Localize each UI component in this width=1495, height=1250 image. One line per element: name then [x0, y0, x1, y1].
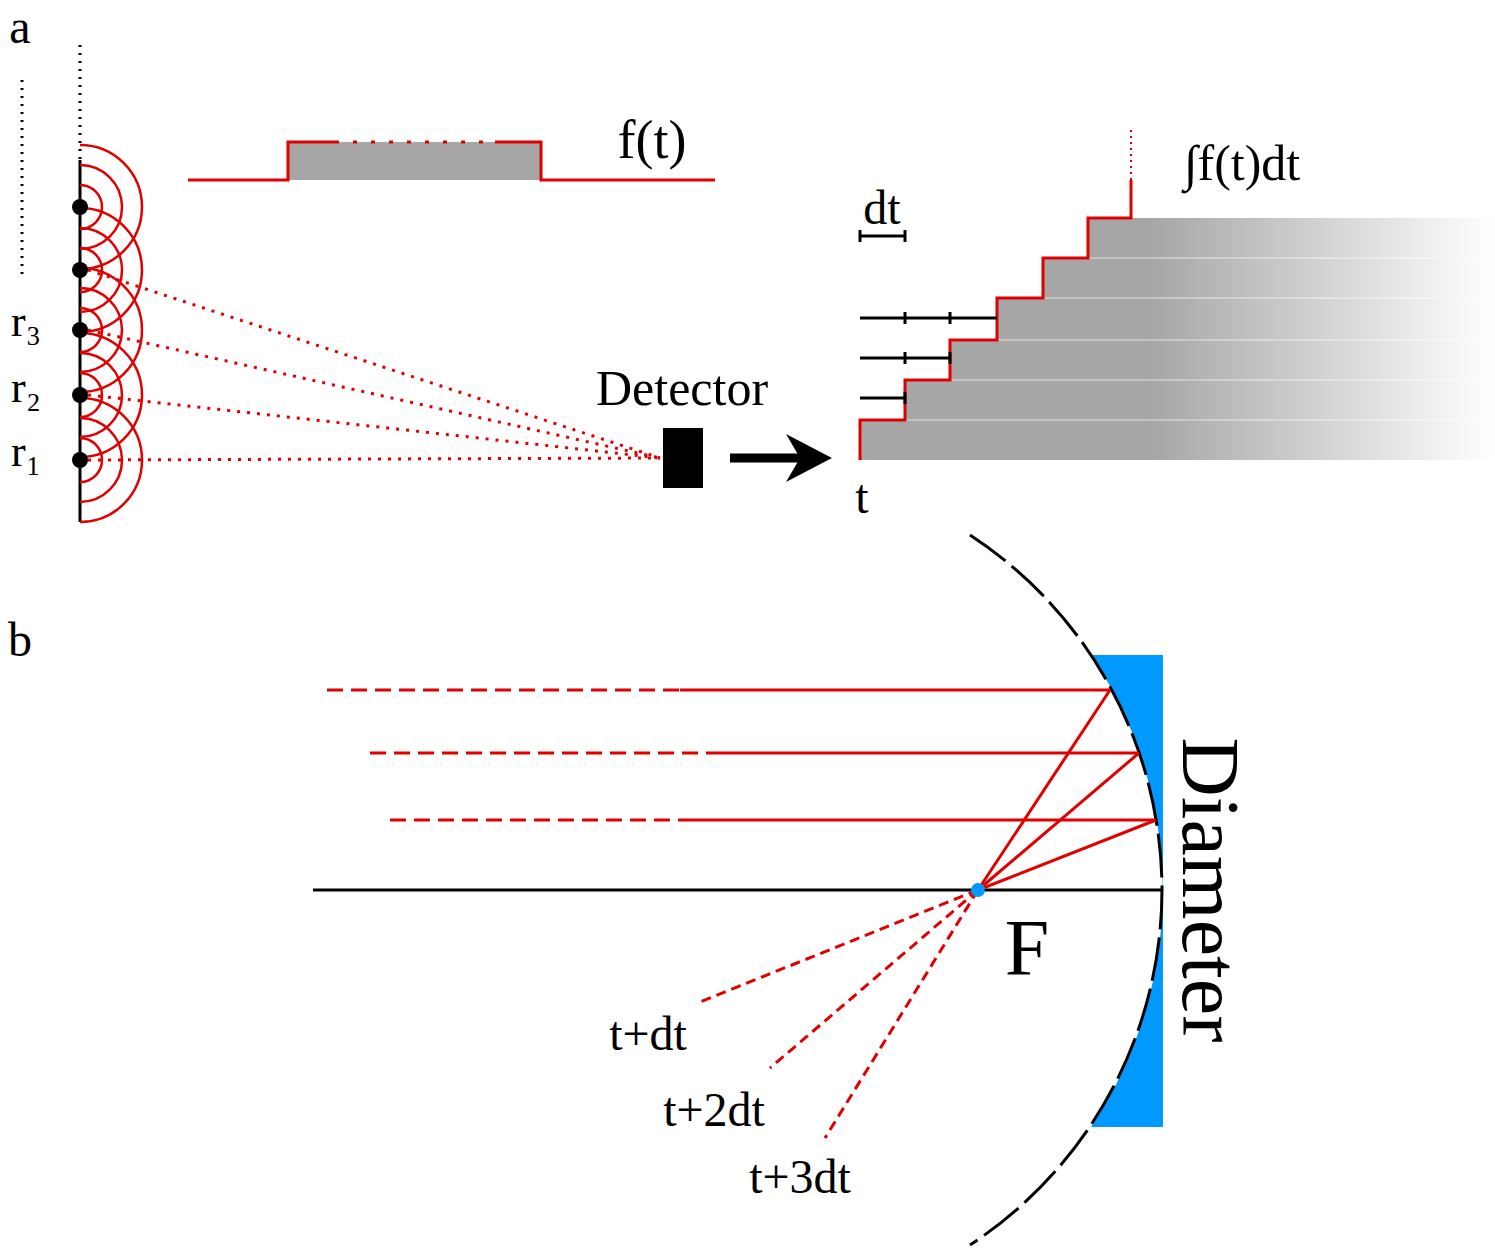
dimension-label: Diameter — [1169, 737, 1251, 1042]
staircase-fill — [860, 218, 1150, 460]
pulse-fill — [288, 142, 541, 180]
mirror-surface — [970, 535, 1162, 1245]
time-label: t+3dt — [749, 1153, 851, 1201]
source-label: r₃ — [11, 300, 41, 344]
incoming-rays — [327, 690, 1156, 890]
source-label: r₁ — [11, 430, 41, 474]
wavefronts — [80, 145, 142, 522]
optical-axis — [313, 889, 1162, 892]
panel-letter: b — [8, 616, 32, 664]
integral-line — [860, 180, 1131, 460]
interval-label: dt — [863, 184, 900, 232]
point-source — [72, 387, 88, 403]
signal-label: f(t) — [618, 113, 687, 167]
point-sources — [72, 199, 88, 468]
time-label: t+dt — [609, 1010, 687, 1058]
staircase-fade — [1149, 218, 1495, 460]
source-label: r₂ — [11, 366, 41, 410]
ray-lines — [88, 270, 660, 460]
arrow-head — [786, 434, 832, 482]
detector — [663, 428, 703, 488]
step-markers — [860, 312, 997, 404]
focus-label: F — [1005, 908, 1050, 988]
dotted-line — [79, 45, 82, 160]
detector-label: Detector — [596, 363, 768, 413]
axis-label: t — [855, 473, 868, 521]
panel-letter: a — [9, 3, 30, 51]
time-label: t+2dt — [663, 1086, 765, 1134]
focus-point — [971, 883, 985, 897]
dotted-line — [21, 80, 24, 275]
arrow — [730, 454, 800, 463]
integral-line — [1130, 130, 1132, 180]
point-source — [72, 199, 88, 215]
point-source — [72, 452, 88, 468]
point-source — [72, 262, 88, 278]
integral-label: ∫f(t)dt — [1184, 138, 1300, 188]
pulse-line — [335, 141, 495, 144]
point-source — [72, 322, 88, 338]
